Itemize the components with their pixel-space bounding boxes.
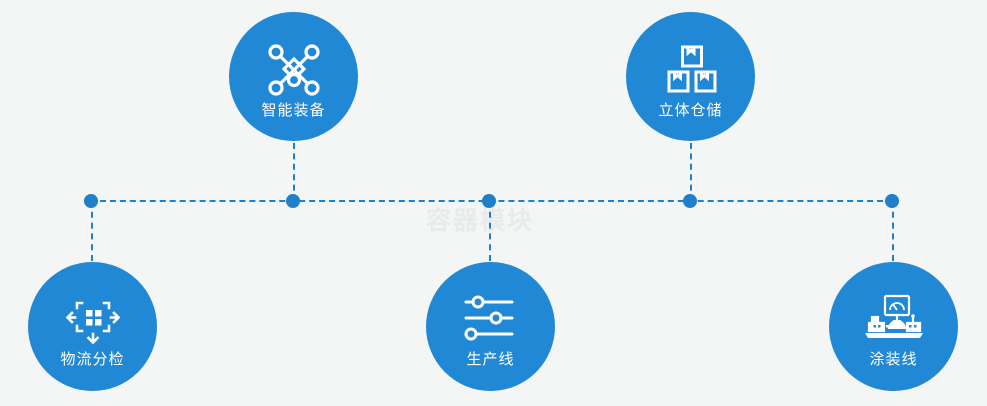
connector-dot-logistics-sorting <box>84 194 98 208</box>
node-label: 智能装备 <box>261 102 326 119</box>
connector-dot-production-line <box>482 194 496 208</box>
node-label: 涂装线 <box>869 351 918 368</box>
node-label: 物流分检 <box>60 351 125 368</box>
connector-line-production-line <box>489 201 491 261</box>
sliders-icon <box>462 290 520 348</box>
connector-dot-painting-line <box>885 194 899 208</box>
connector-line-intelligent-equipment <box>293 143 295 201</box>
node-label: 立体仓储 <box>658 102 723 119</box>
node-intelligent-equipment[interactable]: 智能装备 <box>229 12 358 141</box>
node-painting-line[interactable]: 涂装线 <box>829 262 958 391</box>
connector-dot-intelligent-equipment <box>286 194 300 208</box>
node-production-line[interactable]: 生产线 <box>426 262 555 391</box>
network-nodes-icon <box>265 41 323 99</box>
node-stereo-warehouse[interactable]: 立体仓储 <box>626 12 755 141</box>
watermark-text: 容器模块 <box>426 207 535 235</box>
stacked-boxes-icon <box>663 41 719 99</box>
node-logistics-sorting[interactable]: 物流分检 <box>28 262 157 391</box>
sorting-arrows-icon <box>64 290 122 348</box>
connector-line-logistics-sorting <box>91 201 93 261</box>
connector-line-painting-line <box>892 201 894 261</box>
node-label: 生产线 <box>466 351 515 368</box>
factory-machine-icon <box>863 290 925 348</box>
connector-line-stereo-warehouse <box>690 143 692 201</box>
connector-dot-stereo-warehouse <box>683 194 697 208</box>
